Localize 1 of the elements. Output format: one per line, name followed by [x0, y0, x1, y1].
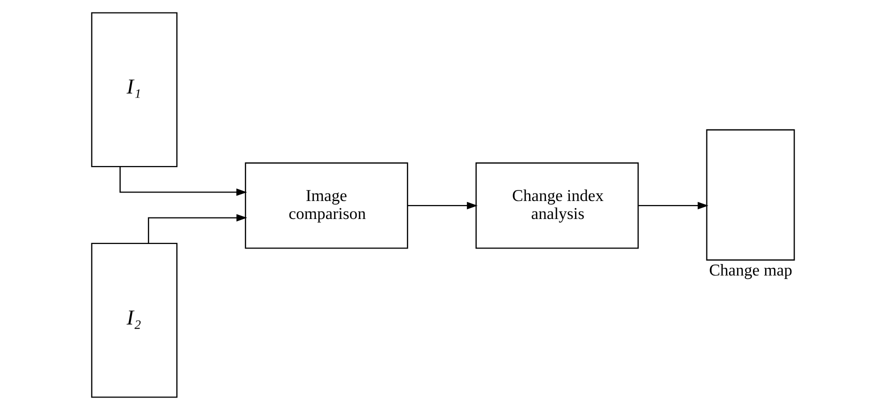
node-label: Change map — [708, 260, 792, 280]
